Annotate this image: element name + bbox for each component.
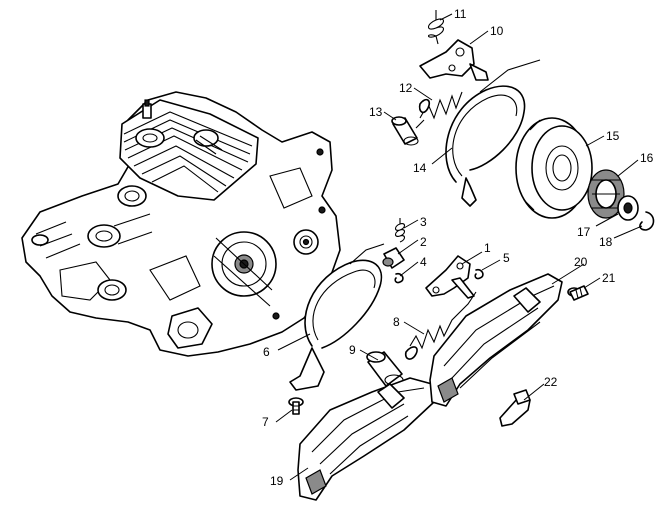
clip-part-4 bbox=[394, 272, 404, 284]
callout-8: 8 bbox=[393, 315, 400, 329]
engine-housing bbox=[21, 91, 341, 357]
callout-13: 13 bbox=[369, 105, 383, 119]
hand-guard-part-19 bbox=[297, 377, 435, 501]
callout-16: 16 bbox=[640, 151, 654, 165]
spring-part-12 bbox=[415, 91, 463, 129]
clip-part-5 bbox=[474, 268, 484, 280]
hand-guard-part-20 bbox=[429, 273, 563, 407]
callout-9: 9 bbox=[349, 343, 356, 357]
screw-part-7 bbox=[288, 397, 304, 415]
callout-21: 21 bbox=[602, 271, 616, 285]
callout-4: 4 bbox=[420, 255, 427, 269]
callout-2: 2 bbox=[420, 235, 427, 249]
pivot-part-2 bbox=[382, 247, 405, 269]
callout-19: 19 bbox=[270, 474, 284, 488]
callout-10: 10 bbox=[490, 24, 504, 38]
spring-part-3 bbox=[394, 218, 406, 243]
plate-part-22 bbox=[499, 389, 531, 427]
washer-part-17 bbox=[617, 195, 639, 221]
bushing-part-9 bbox=[366, 351, 404, 387]
callout-15: 15 bbox=[606, 129, 620, 143]
callout-7: 7 bbox=[262, 415, 269, 429]
callout-5: 5 bbox=[503, 251, 510, 265]
callout-labels: 1 2 3 4 5 6 7 8 9 10 11 12 13 14 15 16 1… bbox=[262, 7, 654, 488]
screw-part-21 bbox=[567, 285, 589, 301]
lever-part-1 bbox=[425, 255, 475, 299]
callout-17: 17 bbox=[577, 225, 591, 239]
sprocket-rim-part-16 bbox=[587, 169, 625, 219]
callout-6: 6 bbox=[263, 345, 270, 359]
e-clip-part-18 bbox=[639, 211, 655, 231]
brake-band-part-6 bbox=[289, 243, 385, 391]
brake-band-part-14 bbox=[445, 59, 541, 207]
spring-part-11 bbox=[427, 10, 445, 45]
callout-12: 12 bbox=[399, 81, 413, 95]
leader-lines bbox=[275, 13, 643, 481]
lever-bracket-part-10 bbox=[419, 39, 489, 81]
callout-1: 1 bbox=[484, 241, 491, 255]
bushing-part-13 bbox=[391, 116, 419, 146]
callout-22: 22 bbox=[544, 375, 558, 389]
callout-18: 18 bbox=[599, 235, 613, 249]
callout-20: 20 bbox=[574, 255, 588, 269]
callout-11: 11 bbox=[454, 7, 467, 21]
callout-3: 3 bbox=[420, 215, 427, 229]
callout-14: 14 bbox=[413, 161, 427, 175]
clutch-drum-part-15 bbox=[515, 117, 593, 219]
spring-part-8 bbox=[404, 291, 477, 360]
